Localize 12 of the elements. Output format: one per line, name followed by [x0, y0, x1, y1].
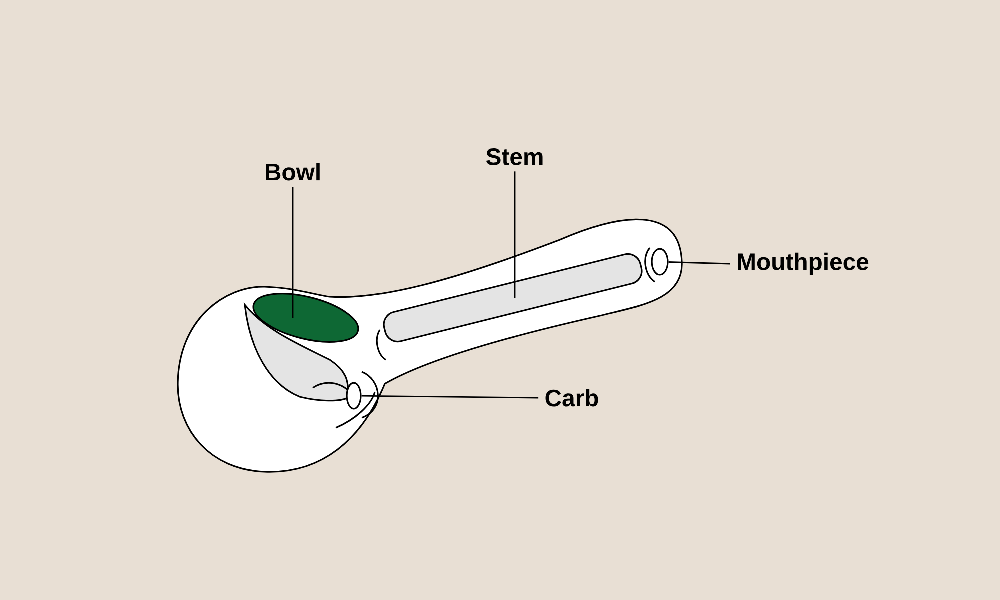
stem-channel — [383, 253, 643, 343]
part-label: Bowl — [266, 163, 320, 181]
mouthpiece-hole — [651, 248, 669, 276]
part-label: Stem — [486, 148, 543, 166]
leader-line — [668, 262, 730, 265]
leader-line — [514, 172, 516, 298]
part-label: Carb — [546, 389, 598, 407]
leader-line — [292, 186, 294, 318]
leader-line — [362, 395, 539, 399]
part-label: Mouthpiece — [738, 252, 869, 276]
carb-hole — [346, 382, 362, 410]
bowl-opening — [252, 293, 360, 343]
